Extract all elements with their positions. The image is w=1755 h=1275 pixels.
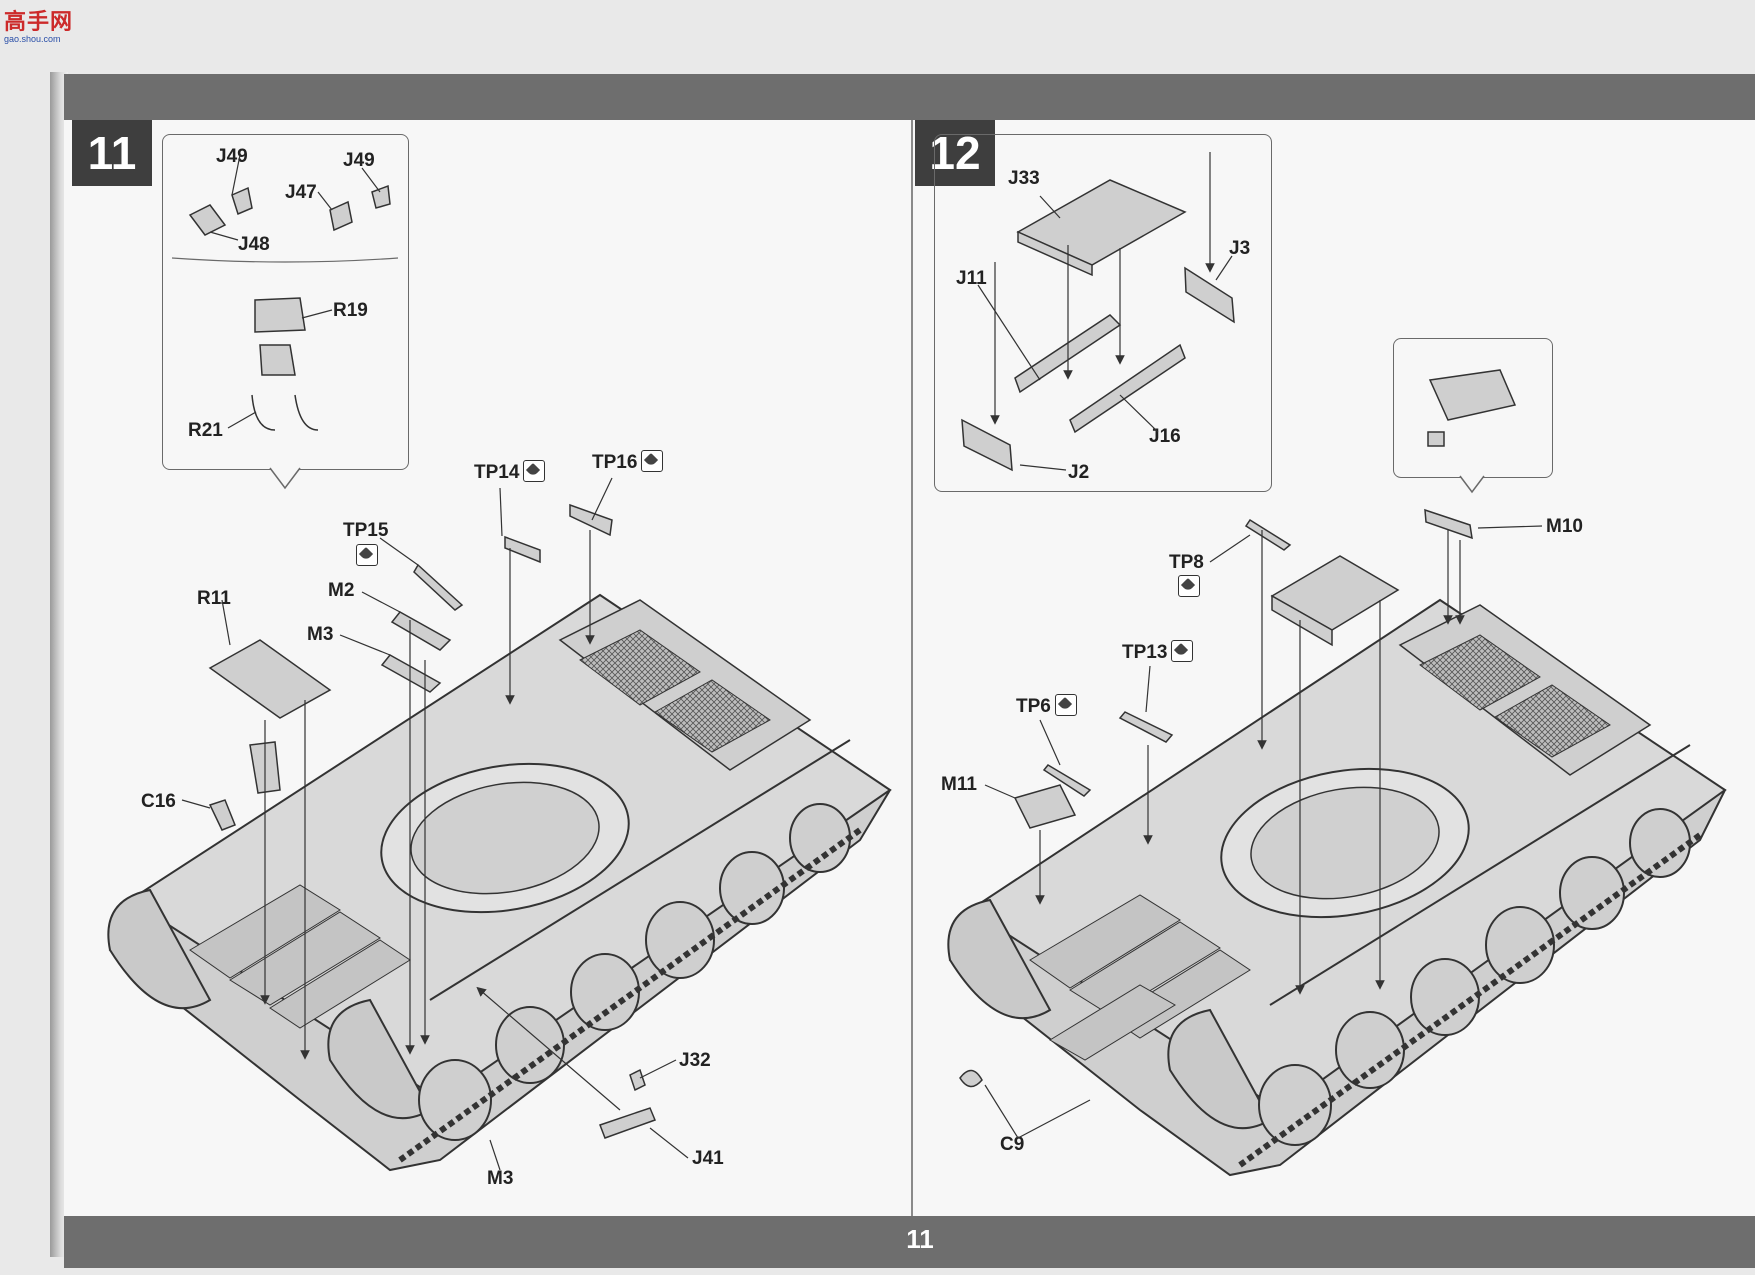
label-j3: J3	[1229, 238, 1251, 259]
label-j32: J32	[679, 1050, 711, 1071]
label-j47: J47	[285, 182, 317, 203]
label-tp6-text: TP6	[1016, 696, 1051, 717]
label-r19: R19	[333, 300, 368, 321]
label-r21: R21	[188, 420, 223, 441]
top-band	[64, 74, 1755, 120]
label-tp14: TP14	[474, 460, 546, 484]
label-j33: J33	[1008, 168, 1040, 189]
label-tp16: TP16	[592, 450, 664, 474]
label-tp13-text: TP13	[1122, 642, 1168, 663]
photo-etch-icon	[523, 460, 546, 482]
photo-etch-icon	[1171, 640, 1194, 662]
label-m3-upper: M3	[307, 624, 334, 645]
label-c9: C9	[1000, 1134, 1025, 1155]
inset-pointer	[269, 467, 301, 490]
label-tp14-text: TP14	[474, 462, 520, 483]
label-tp8: TP8	[1169, 552, 1204, 573]
step-11-leader-lines	[181, 154, 689, 1171]
label-j49-left: J49	[216, 146, 248, 167]
label-m11: M11	[941, 774, 977, 795]
label-tp16-text: TP16	[592, 452, 638, 473]
label-j49-right: J49	[343, 150, 375, 171]
step-12-inset	[934, 134, 1272, 492]
label-tp13: TP13	[1122, 640, 1194, 664]
site-logo: 高手网 gao.shou.com	[4, 4, 74, 44]
step-12-badge: 12	[915, 120, 995, 186]
label-j48: J48	[238, 234, 270, 255]
photo-etch-icon	[1054, 694, 1077, 716]
label-j41: J41	[692, 1148, 724, 1169]
logo-url: gao.shou.com	[4, 34, 61, 44]
step-divider	[911, 120, 913, 1216]
tank-hull-step-11	[107, 593, 892, 1172]
inset-separator	[171, 257, 399, 263]
photo-etch-icon	[356, 544, 378, 566]
label-m10: M10	[1546, 516, 1583, 537]
step-11-parts	[188, 184, 656, 1139]
label-m3-lower: M3	[487, 1168, 514, 1189]
label-c16: C16	[141, 791, 176, 812]
label-m2: M2	[328, 580, 355, 601]
bottom-band	[64, 1216, 1755, 1268]
label-j11: J11	[956, 268, 987, 289]
binding-shadow	[50, 72, 68, 1257]
tank-hull-step-12	[947, 598, 1727, 1177]
step-12-leader-lines	[977, 152, 1543, 1139]
step-12-parts	[959, 179, 1517, 1088]
label-tp15: TP15	[343, 520, 389, 541]
photo-etch-icon	[1178, 575, 1200, 597]
label-tp6: TP6	[1016, 694, 1077, 718]
page-number: 11	[906, 1224, 934, 1254]
label-j2: J2	[1068, 462, 1090, 483]
logo-text: 高手网	[4, 10, 74, 35]
step-11-badge: 11	[72, 120, 152, 186]
photo-etch-icon	[641, 450, 664, 472]
inset-pointer	[1459, 475, 1485, 494]
